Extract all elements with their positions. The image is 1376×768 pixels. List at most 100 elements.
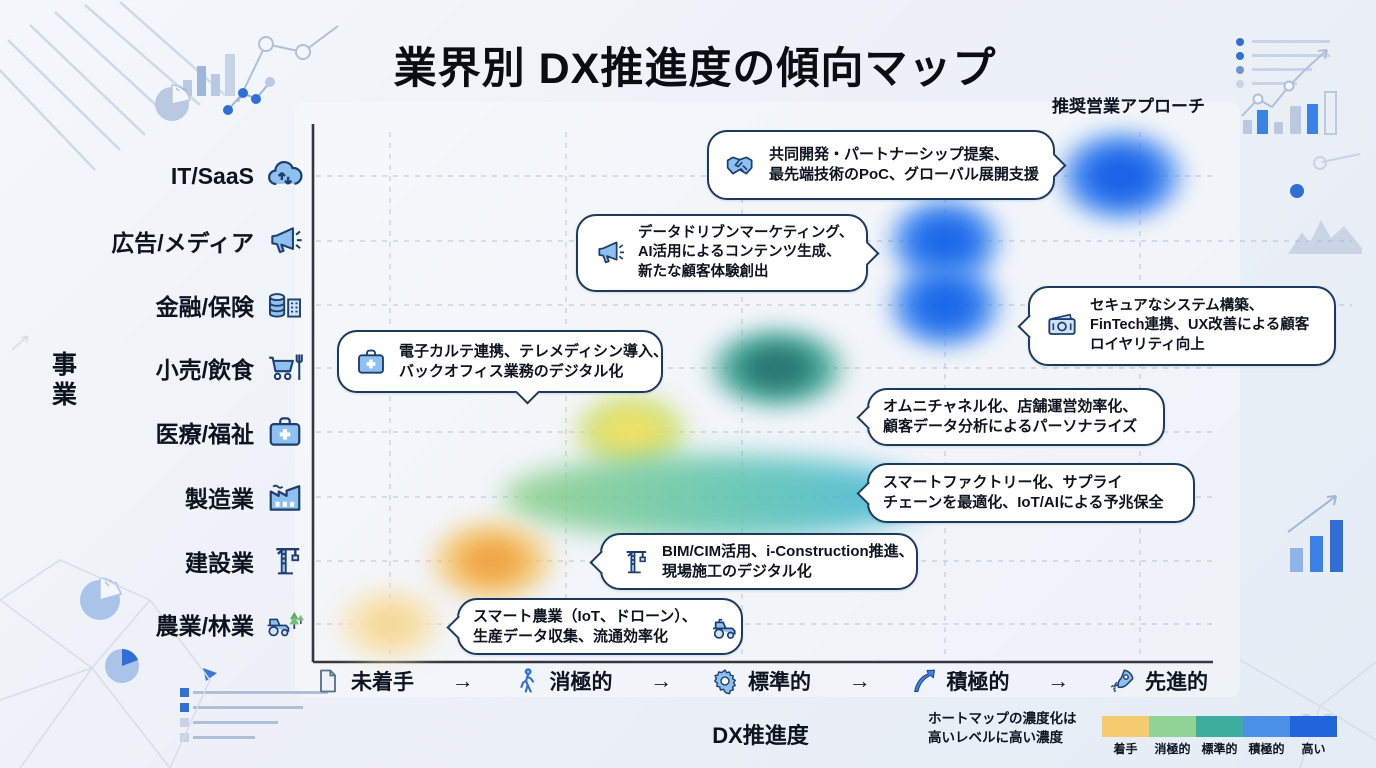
heat-blob-小売/飲食	[700, 321, 853, 415]
legend-note-line2: 高いレベルに高い濃度	[928, 729, 1063, 745]
document-icon	[313, 666, 343, 696]
callout-text: BIM/CIM活用、i-Construction推進、現場施工のデジタル化	[662, 542, 914, 580]
heat-blob-IT/SaaS	[1050, 124, 1191, 228]
legend-note: ホートマップの濃度化は 高いレベルに高い濃度	[928, 710, 1077, 748]
level-arrow: →	[848, 668, 871, 693]
coins-building-icon	[264, 285, 306, 325]
y-axis-label: 事業	[52, 351, 78, 409]
legend-label: 標準的	[1201, 742, 1238, 756]
legend-labels: 着手 消極的標準的積極的 高い	[1102, 740, 1337, 757]
x-level-先進的: 先進的	[1107, 666, 1208, 696]
first-aid-icon	[264, 412, 306, 452]
x-level-label: 消極的	[549, 671, 613, 694]
arrow-up-icon	[909, 666, 939, 696]
callout-製造業: スマートファクトリー化、サプライチェーンを最適化、IoT/AIによる予兆保全	[855, 463, 1195, 523]
callout-金融/保険: セキュアなシステム構築、FinTech連携、UX改善による顧客ロイヤリティ向上	[1016, 286, 1336, 366]
callout-text: セキュアなシステム構築、FinTech連携、UX改善による顧客ロイヤリティ向上	[1090, 298, 1310, 353]
rocket-icon	[1107, 666, 1137, 696]
category-label: 広告/メディア	[111, 230, 254, 256]
banknote-icon	[1044, 309, 1080, 343]
category-label: 農業/林業	[155, 613, 254, 639]
gear-icon	[710, 666, 740, 696]
category-row-IT/SaaS: IT/SaaS	[36, 152, 306, 200]
x-level-標準的: 標準的	[710, 666, 811, 696]
tractor-trees-icon	[264, 604, 306, 644]
heat-blob-建設業	[422, 513, 563, 609]
bar-line-chart-decoration-tr	[1241, 49, 1337, 135]
legend-color-bar	[1102, 716, 1337, 737]
legend-swatch-積極的	[1243, 716, 1290, 737]
legend-swatch-標準的	[1196, 716, 1243, 737]
pie-chart-decoration-tl	[155, 84, 191, 121]
category-label: 小売/飲食	[155, 357, 254, 383]
callout-tail	[854, 241, 880, 266]
page-title: 業界別 DX推進度の傾向マップ	[393, 45, 997, 93]
x-level-label: 標準的	[748, 671, 811, 694]
megaphone-icon	[264, 221, 306, 261]
line-chart-dots-decoration-tl	[223, 77, 275, 115]
x-level-label: 積極的	[946, 671, 1010, 694]
handshake-icon	[723, 148, 759, 182]
legend-swatch-高い	[1290, 716, 1337, 737]
callout-text: オムニチャネル化、店舗運営効率化、顧客データ分析によるパーソナライズ	[883, 398, 1138, 435]
misc-decoration-right	[1288, 153, 1362, 254]
callout-text: データドリブンマーケティング、AI活用によるコンテンツ生成、新たな顧客体験創出	[638, 225, 854, 280]
cloud-upload-icon	[264, 156, 306, 196]
legend-label: 消極的	[1154, 742, 1191, 756]
bullet-list-decoration-tr	[1236, 38, 1330, 88]
heat-blob-農業/林業	[329, 580, 451, 668]
callout-農業/林業: スマート農業（IoT、ドローン）、生産データ収集、流通効率化	[445, 598, 743, 655]
x-axis-levels: 未着手→消極的→標準的→積極的→先進的	[313, 666, 1208, 696]
category-row-金融/保険: 金融/保険	[36, 281, 306, 329]
category-row-建設業: 建設業	[36, 537, 306, 585]
first-aid-icon	[353, 345, 389, 379]
level-arrow: →	[1047, 668, 1070, 693]
bar-chart-decoration-br	[1287, 495, 1343, 572]
megaphone-icon	[592, 236, 628, 270]
tractor-icon	[707, 610, 743, 644]
callout-tail	[588, 549, 614, 575]
cart-utensils-icon	[264, 348, 306, 388]
diagonal-lines-decoration	[0, 1, 226, 171]
legend-swatch-着手	[1102, 716, 1149, 737]
category-label: 製造業	[185, 486, 254, 512]
callout-小売/飲食: オムニチャネル化、店舗運営効率化、顧客データ分析によるパーソナライズ	[855, 388, 1165, 446]
legend-note-line1: ホートマップの濃度化は	[928, 711, 1077, 726]
category-label: IT/SaaS	[170, 162, 254, 189]
x-level-消極的: 消極的	[512, 666, 613, 696]
heat-blob-金融/保険	[881, 255, 1009, 355]
x-level-label: 未着手	[351, 671, 414, 694]
walking-icon	[512, 666, 542, 696]
x-axis-title: DX推進度	[712, 723, 809, 748]
crane-icon	[616, 545, 652, 579]
category-label: 医療/福祉	[155, 421, 254, 447]
category-row-製造業: 製造業	[36, 473, 306, 521]
callout-tail	[855, 405, 881, 430]
callout-建設業: BIM/CIM活用、i-Construction推進、現場施工のデジタル化	[588, 533, 918, 590]
callout-text: 共同開発・パートナーシップ提案、最先端技術のPoC、グローバル展開支援	[769, 146, 1039, 183]
legend-label: 高い	[1301, 742, 1326, 756]
callout-医療/福祉: 電子カルテ連携、テレメディシン導入、バックオフィス業務のデジタル化	[337, 330, 668, 405]
factory-icon	[264, 477, 306, 517]
x-level-未着手: 未着手	[313, 666, 414, 696]
category-row-医療/福祉: 医療/福祉	[36, 408, 306, 456]
callout-text: スマート農業（IoT、ドローン）、生産データ収集、流通効率化	[473, 607, 697, 645]
x-level-label: 先進的	[1145, 671, 1208, 694]
callout-text: 電子カルテ連携、テレメディシン導入、バックオフィス業務のデジタル化	[399, 342, 668, 380]
bullet-list-decoration-bl	[180, 668, 328, 742]
callout-tail	[1016, 314, 1042, 339]
legend-label: 着手	[1113, 742, 1138, 756]
approach-header: 推奨営業アプローチ	[1052, 97, 1205, 116]
callout-tail	[515, 379, 540, 405]
crane-icon	[264, 541, 306, 581]
legend-swatch-消極的	[1149, 716, 1196, 737]
category-row-広告/メディア: 広告/メディア	[36, 217, 306, 265]
category-row-小売/飲食: 小売/飲食	[36, 344, 306, 392]
bar-chart-decoration-tl	[183, 54, 235, 96]
callout-IT/SaaS: 共同開発・パートナーシップ提案、最先端技術のPoC、グローバル展開支援	[707, 130, 1067, 200]
legend-label: 積極的	[1248, 742, 1285, 756]
callout-text: スマートファクトリー化、サプライチェーンを最適化、IoT/AIによる予兆保全	[883, 474, 1164, 511]
level-arrow: →	[650, 668, 673, 693]
x-level-積極的: 積極的	[909, 666, 1010, 696]
callout-広告/メディア: データドリブンマーケティング、AI活用によるコンテンツ生成、新たな顧客体験創出	[576, 214, 880, 292]
